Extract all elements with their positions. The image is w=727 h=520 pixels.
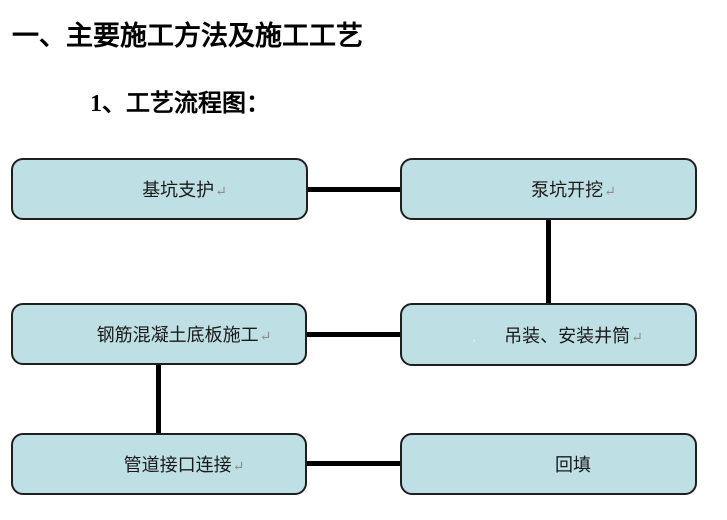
paragraph-return-mark: ↵ xyxy=(604,185,616,200)
flow-box-label: 管道接口连接 xyxy=(123,455,232,475)
flow-box-foundation-pit-support: 基坑支护↵ xyxy=(11,158,308,220)
flow-box-label: 吊装、安装井筒 xyxy=(504,325,631,346)
paragraph-return-mark: ↵ xyxy=(631,330,643,346)
flow-box-label: 泵坑开挖 xyxy=(531,180,604,200)
connector-pit-support-to-pump-pit xyxy=(308,187,400,192)
flow-box-rc-bottom-slab: 钢筋混凝土底板施工↵ xyxy=(11,303,307,365)
paragraph-return-mark: ↵ xyxy=(215,185,227,200)
flow-box-shaft-hoist-install: 吊装、安装井筒↵ xyxy=(400,303,697,366)
section-heading: 一、主要施工方法及施工工艺 xyxy=(12,21,363,51)
flow-box-pump-pit-excavation: 泵坑开挖↵ xyxy=(400,158,697,220)
paragraph-return-mark: ↵ xyxy=(232,460,245,475)
subsection-heading: 1、工艺流程图： xyxy=(90,91,270,117)
paragraph-return-mark: ↵ xyxy=(259,330,272,345)
flow-box-label: 钢筋混凝土底板施工 xyxy=(96,325,259,345)
flow-box-label: 回填 xyxy=(555,455,591,475)
flow-box-backfill: 回填 xyxy=(400,433,697,495)
stray-cursor-mark: ’ xyxy=(472,336,476,350)
connector-pipe-joint-to-backfill xyxy=(307,461,400,466)
flow-box-pipe-joint-connection: 管道接口连接↵ xyxy=(11,433,307,495)
connector-bottom-slab-to-pipe-joint xyxy=(156,365,161,433)
connector-pump-pit-to-shaft-install xyxy=(546,220,551,303)
flow-box-label: 基坑支护 xyxy=(142,180,215,200)
connector-bottom-slab-to-shaft-install xyxy=(307,332,400,337)
